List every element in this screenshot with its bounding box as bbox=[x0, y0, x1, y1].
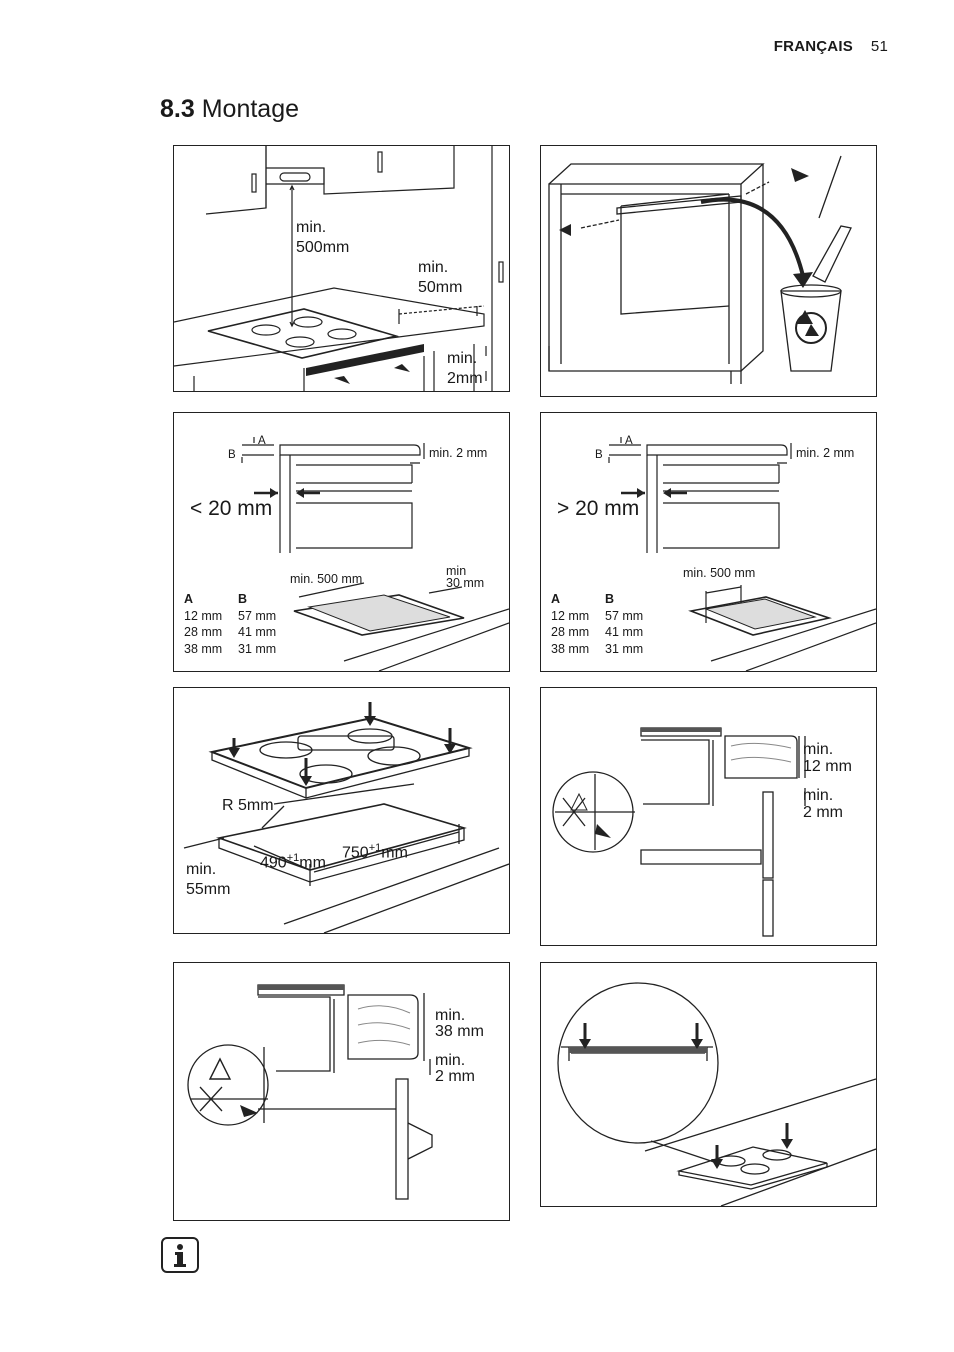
info-icon bbox=[161, 1237, 199, 1273]
length-label: 750+1mm bbox=[342, 842, 408, 862]
panel-clearance: min.500mm min.50mm min.2mm bbox=[173, 145, 510, 392]
less-20mm-illustration bbox=[241, 437, 509, 671]
thickness-label: min.12 mm bbox=[803, 741, 852, 775]
gap-label: min.2 mm bbox=[435, 1052, 475, 1085]
panel-remove-part bbox=[540, 145, 877, 397]
gap-label: min. 2 mm bbox=[796, 446, 855, 460]
greater-20mm-illustration bbox=[608, 437, 876, 671]
panel-worktop-12mm: min.12 mm min.2 mm bbox=[540, 687, 877, 946]
depth-label: min.50mm bbox=[418, 259, 463, 296]
distance-label: < 20 mm bbox=[190, 497, 273, 520]
width-label: 490+1mm bbox=[260, 852, 326, 872]
label-a: A bbox=[258, 435, 266, 447]
page-header: FRANÇAIS 51 bbox=[774, 38, 888, 55]
section-title: 8.3 Montage bbox=[160, 95, 299, 124]
worktop-38mm-illustration bbox=[187, 984, 433, 1200]
worktop-12mm-illustration bbox=[552, 727, 806, 937]
depth-label: min. 500 mm bbox=[683, 566, 756, 580]
label-b: B bbox=[595, 449, 603, 461]
radius-label: R 5mm bbox=[222, 797, 274, 814]
clearance-illustration bbox=[174, 146, 504, 391]
thickness-label: min.38 mm bbox=[435, 1007, 484, 1040]
height-label: min.500mm bbox=[296, 219, 350, 256]
gap-label: min. 2 mm bbox=[429, 446, 488, 460]
edge-label: min.55mm bbox=[186, 861, 231, 898]
label-a: A bbox=[625, 435, 633, 447]
depth-label: min. 500 mm bbox=[290, 572, 363, 586]
panel-cutout: R 5mm 490+1mm 750+1mm min.55mm bbox=[173, 687, 510, 934]
remove-part-illustration bbox=[548, 155, 852, 384]
panel-insert-hob bbox=[540, 962, 877, 1207]
page-number: 51 bbox=[870, 38, 888, 55]
section-number: 8.3 bbox=[160, 95, 195, 123]
header-language: FRANÇAIS bbox=[773, 38, 853, 55]
label-b: B bbox=[228, 449, 236, 461]
section-name: Montage bbox=[201, 95, 300, 123]
gap-label: min.2 mm bbox=[803, 787, 843, 821]
distance-label: > 20 mm bbox=[557, 497, 640, 520]
insert-hob-illustration bbox=[557, 982, 876, 1206]
panel-worktop-38mm: min.38 mm min.2 mm bbox=[173, 962, 510, 1221]
gap-label: min.2mm bbox=[447, 350, 483, 387]
cutout-illustration bbox=[183, 702, 509, 933]
